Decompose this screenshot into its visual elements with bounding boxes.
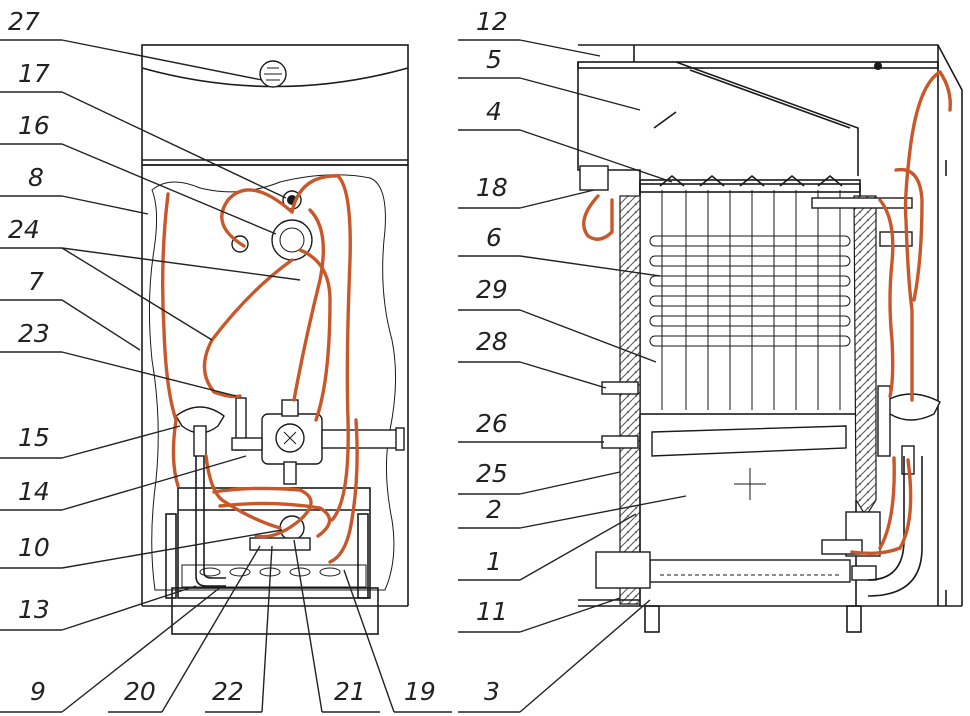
label-9: 9	[30, 677, 46, 706]
exchanger-fins	[661, 190, 841, 410]
baffle	[651, 425, 847, 457]
label-10: 10	[18, 533, 50, 562]
leader-lines	[0, 39, 687, 713]
label-23: 23	[18, 319, 50, 348]
label-6: 6	[486, 223, 502, 252]
heat-exchanger	[639, 179, 861, 415]
label-3: 3	[484, 677, 500, 706]
label-27: 27	[8, 7, 40, 36]
label-21: 21	[334, 677, 366, 706]
draft-sensor	[579, 165, 609, 191]
front-view	[141, 44, 409, 635]
section-view	[577, 44, 963, 633]
label-2: 2	[486, 495, 502, 524]
label-22: 22	[212, 677, 244, 706]
base-plinth	[171, 587, 379, 635]
label-11: 11	[476, 597, 508, 626]
label-28: 28	[476, 327, 508, 356]
burner-tube	[649, 559, 851, 583]
outlet-fitting	[811, 197, 913, 209]
label-25: 25	[476, 459, 508, 488]
label-7: 7	[28, 267, 44, 296]
pipes-right	[582, 70, 952, 556]
draft-hood	[675, 61, 859, 176]
heating-coil	[649, 235, 851, 347]
insulation-right	[853, 195, 877, 518]
pressure-regulator	[175, 406, 225, 434]
label-4: 4	[486, 97, 502, 126]
label-1: 1	[486, 547, 502, 576]
label-8: 8	[28, 163, 44, 192]
label-19: 19	[404, 677, 436, 706]
label-13: 13	[18, 595, 50, 624]
label-14: 14	[18, 477, 50, 506]
outer-casing	[578, 44, 963, 606]
label-18: 18	[476, 173, 508, 202]
label-29: 29	[476, 275, 508, 304]
pipes-left	[160, 174, 359, 564]
label-24: 24	[8, 215, 40, 244]
label-17: 17	[18, 59, 50, 88]
label-26: 26	[476, 409, 508, 438]
label-20: 20	[124, 677, 156, 706]
insulation-left	[619, 195, 641, 605]
label-12: 12	[476, 7, 508, 36]
part-labels: 27 17 16 8 24 7 23 15 14 10 13 12 5 4 18…	[8, 7, 508, 706]
label-5: 5	[486, 45, 502, 74]
gas-inlet-pipe	[321, 429, 403, 449]
label-16: 16	[18, 111, 50, 140]
label-15: 15	[18, 423, 50, 452]
